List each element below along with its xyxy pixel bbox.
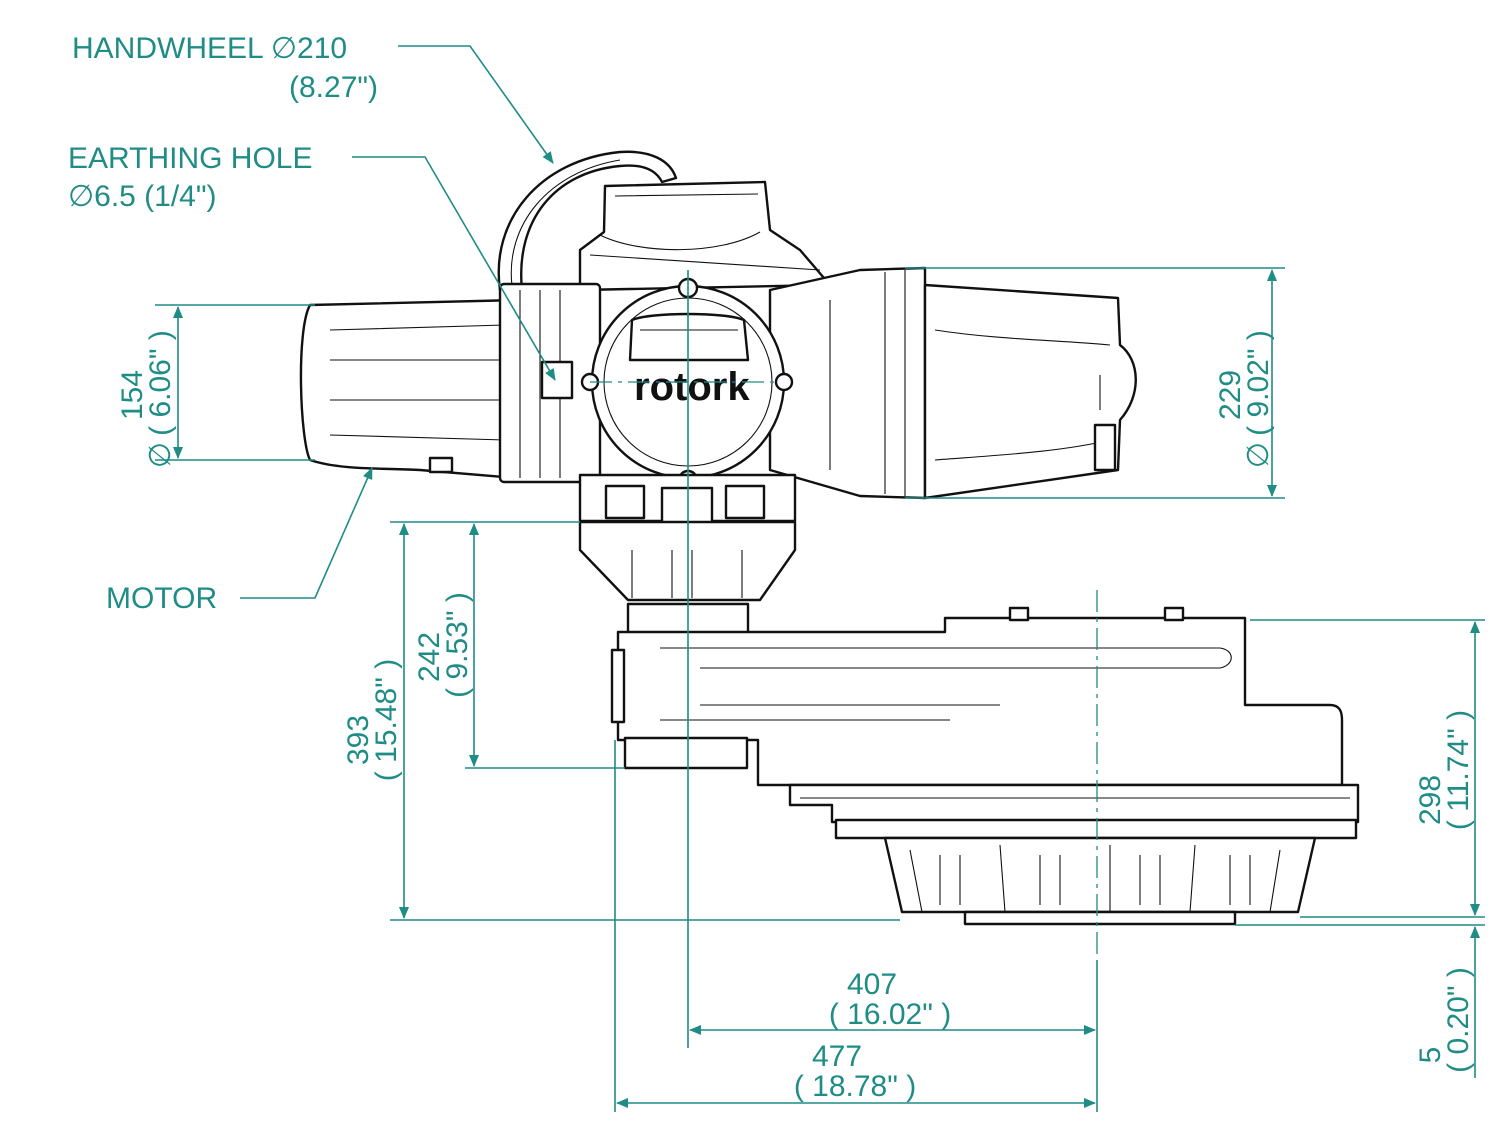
base-gap-in: ( 0.20" ) (1442, 967, 1475, 1073)
centre-width-in: ( 16.02" ) (829, 998, 951, 1031)
motor-diameter-symbol: ∅ (144, 442, 177, 468)
gearbox-height-in: ( 11.74" ) (1442, 710, 1475, 830)
handwheel-callout-inch: (8.27") (289, 71, 378, 104)
total-width-mm: 477 (812, 1040, 862, 1073)
gearbox-height-mm: 298 (1414, 775, 1447, 825)
handwheel-callout: HANDWHEEL ∅210 (72, 32, 347, 65)
callout-leaders (240, 45, 556, 599)
cover-diameter-symbol: ∅ (1242, 442, 1275, 468)
earthing-hole-callout: EARTHING HOLE (68, 142, 313, 175)
total-height-in: ( 15.48" ) (370, 659, 403, 781)
motor-diameter-in: ( 6.06" ) (144, 330, 177, 436)
total-height-mm: 393 (342, 715, 375, 765)
dimension-lines (155, 267, 1485, 1112)
motor-callout: MOTOR (106, 582, 217, 615)
cover-diameter-mm: 229 (1214, 370, 1247, 420)
gear-height-mm: 242 (413, 632, 446, 682)
total-width-in: ( 18.78" ) (794, 1070, 916, 1103)
brand-logo: rotork (634, 365, 750, 409)
centre-width-mm: 407 (847, 968, 897, 1001)
motor-diameter-mm: 154 (116, 370, 149, 420)
base-gap-mm: 5 (1414, 1047, 1447, 1064)
gear-height-in: ( 9.53" ) (441, 592, 474, 698)
earthing-hole-diameter: ∅6.5 (1/4") (68, 180, 217, 213)
actuator-outline: rotork (299, 150, 1360, 926)
cover-diameter-in: ( 9.02" ) (1242, 330, 1275, 436)
